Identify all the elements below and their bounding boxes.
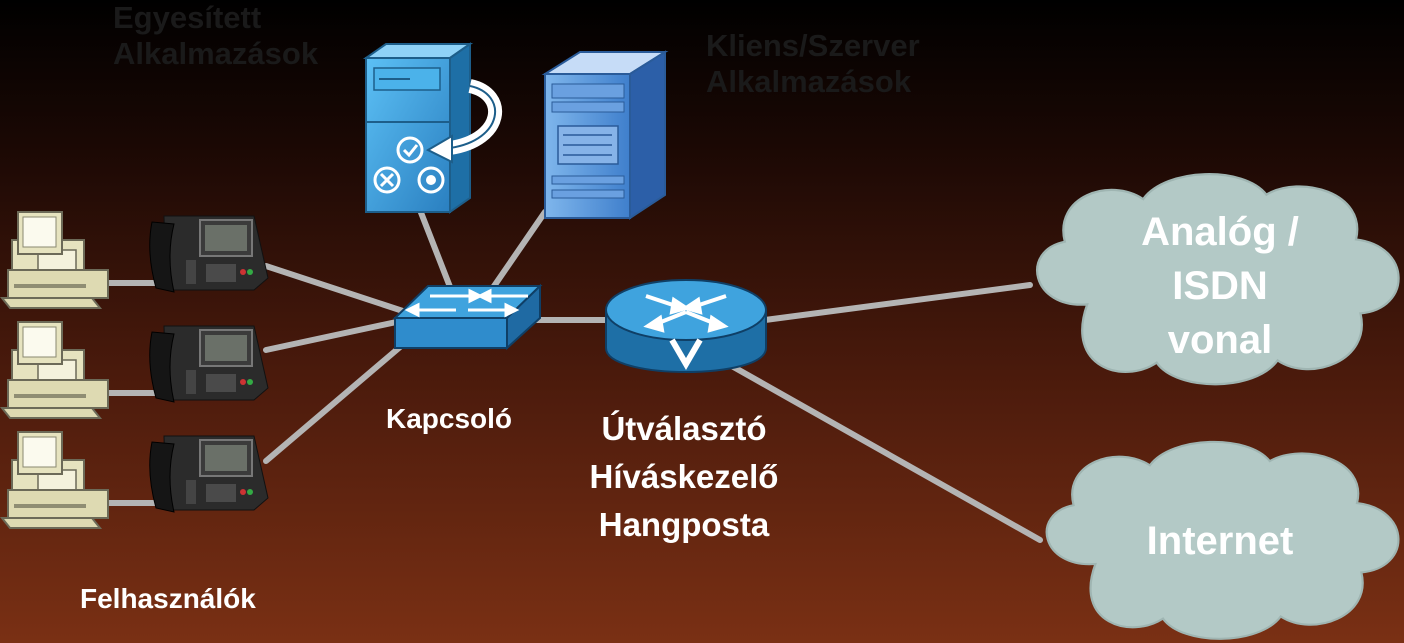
voice-router-icon xyxy=(605,279,767,373)
pstn-cloud-label-line3: vonal xyxy=(1167,318,1273,362)
unified-apps-label-line1: Egyesített xyxy=(113,0,262,35)
pstn-cloud-label: Analóg / ISDN vonal xyxy=(1110,205,1330,367)
pstn-cloud-label-line2: ISDN xyxy=(1172,264,1268,308)
client-server-apps-label: Kliens/Szerver Alkalmazások xyxy=(706,28,920,100)
network-links xyxy=(93,207,1043,543)
ip-phone-icon xyxy=(148,215,269,293)
link-switch-unified-server xyxy=(417,207,455,295)
router-label-line2: Híváskezelő xyxy=(589,458,779,495)
link-router-pstn xyxy=(762,282,1033,323)
router-label-line3: Hangposta xyxy=(598,506,770,543)
unified-communications-server-icon xyxy=(362,42,503,214)
link-phone2-switch xyxy=(263,315,418,353)
file-server-icon xyxy=(541,50,669,220)
workstation-icon xyxy=(1,321,109,419)
workstation-icon xyxy=(1,211,109,309)
link-phone3-switch xyxy=(263,327,423,464)
router-label-line1: Útválasztó xyxy=(601,410,767,447)
switch-icon xyxy=(392,283,543,351)
ip-phone-icon xyxy=(148,435,269,513)
link-phone1-switch xyxy=(263,263,418,318)
client-server-apps-label-line1: Kliens/Szerver xyxy=(706,28,920,63)
ip-phone-icon xyxy=(148,325,269,403)
internet-cloud-label: Internet xyxy=(1146,519,1294,563)
router-label: Útválasztó Híváskezelő Hangposta xyxy=(548,405,820,549)
switch-label: Kapcsoló xyxy=(386,403,513,434)
link-switch-file-server xyxy=(487,209,548,295)
unified-apps-label-line2: Alkalmazások xyxy=(113,36,319,71)
users-label: Felhasználók xyxy=(80,583,256,614)
link-router-internet xyxy=(727,362,1043,543)
client-server-apps-label-line2: Alkalmazások xyxy=(706,64,912,99)
unified-apps-label: Egyesített Alkalmazások xyxy=(113,0,318,72)
workstation-icon xyxy=(1,431,109,529)
pstn-cloud-label-line1: Analóg / xyxy=(1141,210,1299,254)
